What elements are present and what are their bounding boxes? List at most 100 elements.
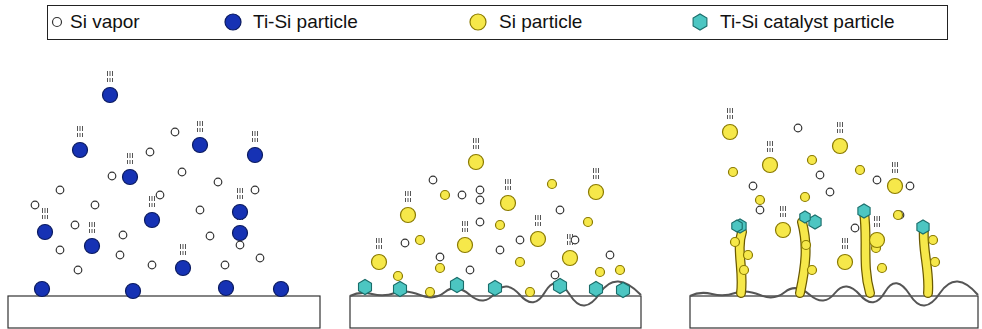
ti-si-particle: [193, 138, 208, 153]
si-vapor: [906, 182, 914, 190]
motion-streak: [463, 221, 468, 232]
si-vapor: [221, 261, 229, 269]
motion-streak: [728, 108, 733, 119]
nanowire: [924, 228, 929, 293]
ti-si-particle: [248, 148, 263, 163]
motion-streak: [108, 71, 113, 82]
si-small-particle: [808, 156, 817, 165]
si-small-particle: [802, 241, 811, 250]
si-vapor: [251, 186, 259, 194]
ti-si-catalyst: [590, 282, 603, 297]
si-particle: [563, 251, 578, 266]
si-vapor: [756, 206, 764, 214]
si-vapor: [56, 246, 64, 254]
si-small-particle: [516, 258, 525, 267]
si-particle: [833, 139, 848, 154]
si-vapor: [476, 196, 484, 204]
si-vapor: [436, 253, 444, 261]
substrate: [8, 296, 320, 328]
si-vapor: [826, 188, 834, 196]
ti-si-catalyst: [489, 281, 502, 296]
si-vapor: [74, 266, 82, 274]
ti-si-particle: [73, 143, 88, 158]
substrate: [350, 296, 641, 328]
motion-streak: [128, 153, 133, 164]
si-particle: [501, 196, 516, 211]
si-vapor: [516, 236, 524, 244]
si-particle: [458, 238, 473, 253]
motion-streak: [253, 131, 258, 142]
si-vapor: [116, 251, 124, 259]
ti-si-catalyst: [800, 211, 810, 223]
ti-si-particle: [219, 281, 234, 296]
si-particle: [531, 232, 546, 247]
motion-streak: [506, 179, 511, 190]
si-symbol: [470, 14, 486, 30]
ti-si-catalyst: [858, 204, 870, 218]
si-small-particle: [929, 236, 938, 245]
si-vapor: [551, 271, 559, 279]
si-small-particle: [394, 272, 403, 281]
si-vapor: [214, 178, 222, 186]
si-small-particle: [496, 221, 505, 230]
si-particle: [372, 255, 387, 270]
motion-streak: [594, 168, 599, 179]
si-small-particle: [731, 238, 740, 247]
si-vapor: [606, 251, 614, 259]
motion-streak: [43, 208, 48, 219]
ti-si-particle: [103, 88, 118, 103]
si-vapor: [429, 176, 437, 184]
si-vapor: [171, 128, 179, 136]
catalyst-symbol: [693, 14, 707, 30]
nanowire: [800, 222, 806, 293]
si-vapor: [91, 201, 99, 209]
ti-si-symbol: [225, 14, 241, 30]
motion-streak: [843, 238, 848, 249]
si-vapor: [156, 191, 164, 199]
si-vapor: [794, 124, 802, 132]
si-vapor: [148, 261, 156, 269]
ti-si-catalyst: [451, 278, 464, 293]
motion-streak: [238, 188, 243, 199]
si-small-particle: [801, 193, 810, 202]
si-particle: [838, 255, 853, 270]
si-vapor: [71, 221, 79, 229]
motion-streak: [838, 122, 843, 133]
si-vapor: [401, 239, 409, 247]
nanowire: [800, 222, 806, 293]
ti-si-particle: [85, 239, 100, 254]
si-small-particle: [584, 218, 593, 227]
legend-label: Si vapor: [70, 11, 140, 33]
si-small-particle: [548, 180, 557, 189]
ti-si-particle: [233, 226, 248, 241]
si-vapor: [206, 232, 214, 240]
legend-box: Si vaporTi-Si particleSi particleTi-Si c…: [47, 5, 948, 40]
ti-si-catalyst: [917, 220, 929, 234]
nanowire: [864, 212, 870, 293]
si-vapor: [749, 182, 757, 190]
motion-streak: [181, 244, 186, 255]
ti-si-catalyst: [732, 220, 742, 232]
ti-si-particle: [38, 225, 53, 240]
motion-streak: [78, 126, 83, 137]
si-vapor: [236, 241, 244, 249]
ti-si-particle: [274, 282, 289, 297]
nanowire: [740, 232, 742, 293]
ti-si-catalyst: [359, 280, 372, 295]
si-small-particle: [878, 264, 887, 273]
si-vapor: [466, 266, 474, 274]
si-vapor: [476, 218, 484, 226]
nanowire: [740, 232, 742, 293]
si-particle: [469, 155, 484, 170]
si-vapor: [476, 186, 484, 194]
motion-streak: [406, 191, 411, 202]
si-small-particle: [416, 236, 425, 245]
si-vapor: [851, 224, 859, 232]
si-particle: [763, 158, 778, 173]
nanowire: [864, 212, 870, 293]
si-small-particle: [436, 264, 445, 273]
si-small-particle: [616, 266, 625, 275]
legend-label: Ti-Si catalyst particle: [720, 11, 895, 33]
si-vapor: [873, 176, 881, 184]
